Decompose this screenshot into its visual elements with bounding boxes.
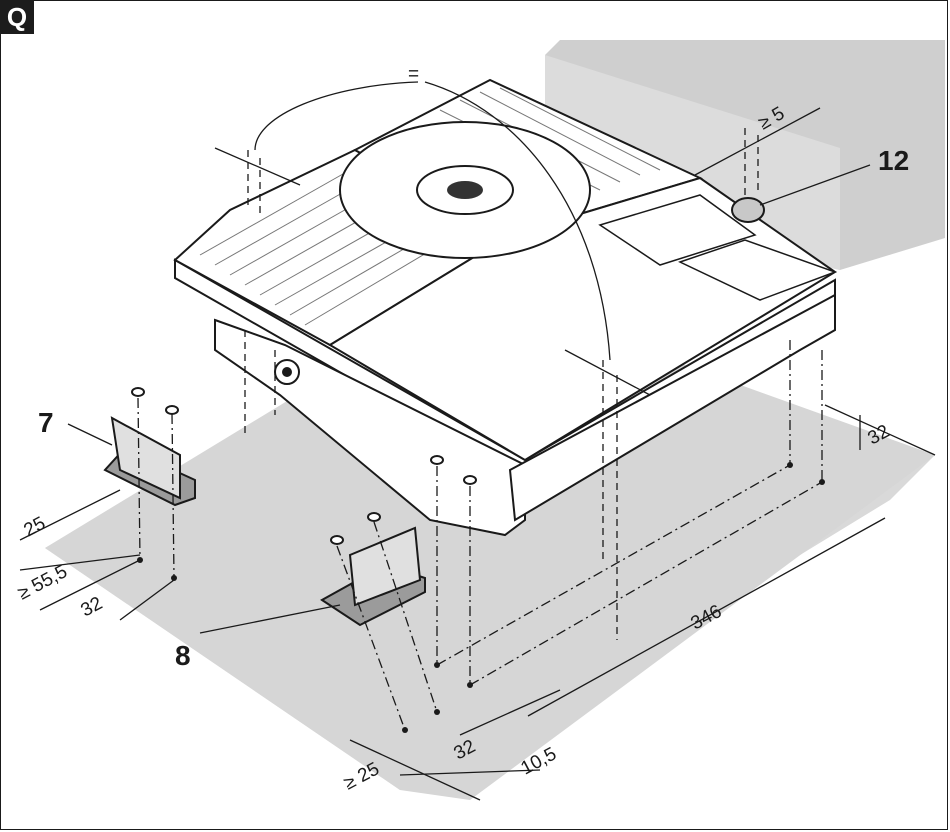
- callout-7: 7: [38, 407, 54, 438]
- callout-8: 8: [175, 640, 191, 671]
- mounting-axes: [137, 340, 823, 731]
- dim-32-left: 32: [77, 593, 106, 621]
- callout-12: 12: [878, 145, 909, 176]
- screws: [131, 387, 477, 545]
- bracket-7: [103, 416, 196, 507]
- part-12-roller: [731, 197, 765, 223]
- figure-letter-badge: Q: [0, 0, 34, 34]
- equal-distance-mark: =: [408, 64, 419, 85]
